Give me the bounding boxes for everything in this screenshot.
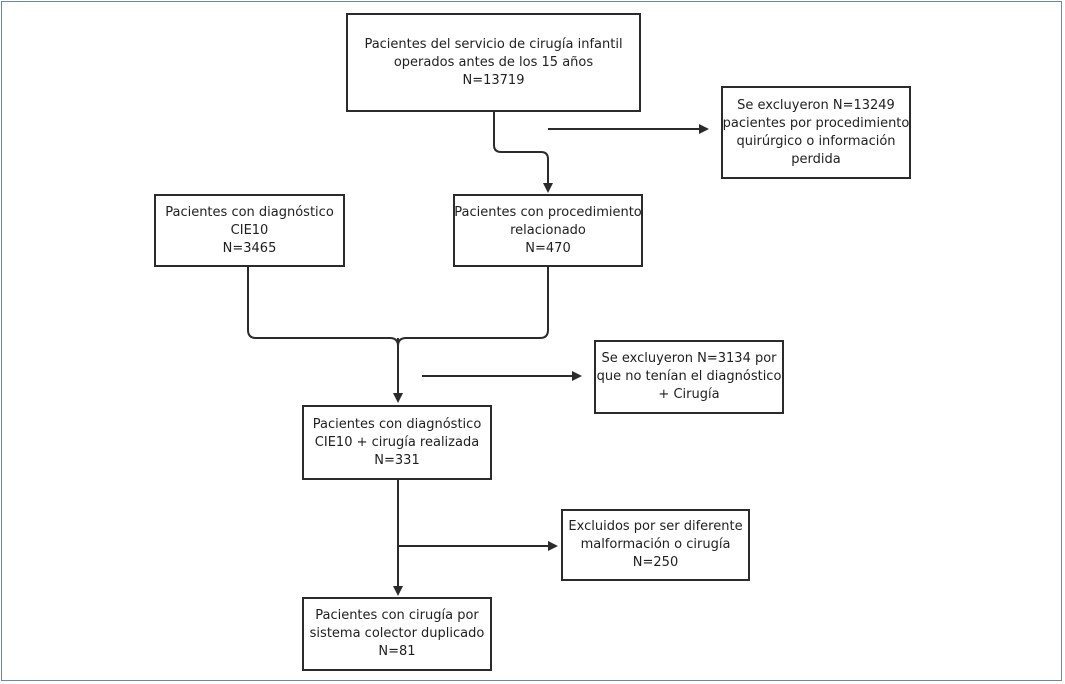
box-diagnosis-and-surgery: Pacientes con diagnóstico CIE10 + cirugí… [302,405,492,480]
connector-dx-merge [247,267,399,347]
box-exclusion-procedure: Se excluyeron N=13249 pacientes por proc… [721,86,911,179]
connector-proc-merge [397,267,549,347]
box-final-cohort: Pacientes con cirugía por sistema colect… [302,597,492,671]
box-total-patients: Pacientes del servicio de cirugía infant… [346,13,641,112]
box-diagnosis-cie10: Pacientes con diagnóstico CIE10 N=3465 [154,194,345,267]
box-exclusion-malformation: Excluidos por ser diferente malformación… [561,509,750,581]
connector-total-to-proc [493,112,553,193]
box-exclusion-diagnosis: Se excluyeron N=3134 por que no tenían e… [594,340,784,414]
box-related-procedure: Pacientes con procedimiento relacionado … [453,194,643,267]
